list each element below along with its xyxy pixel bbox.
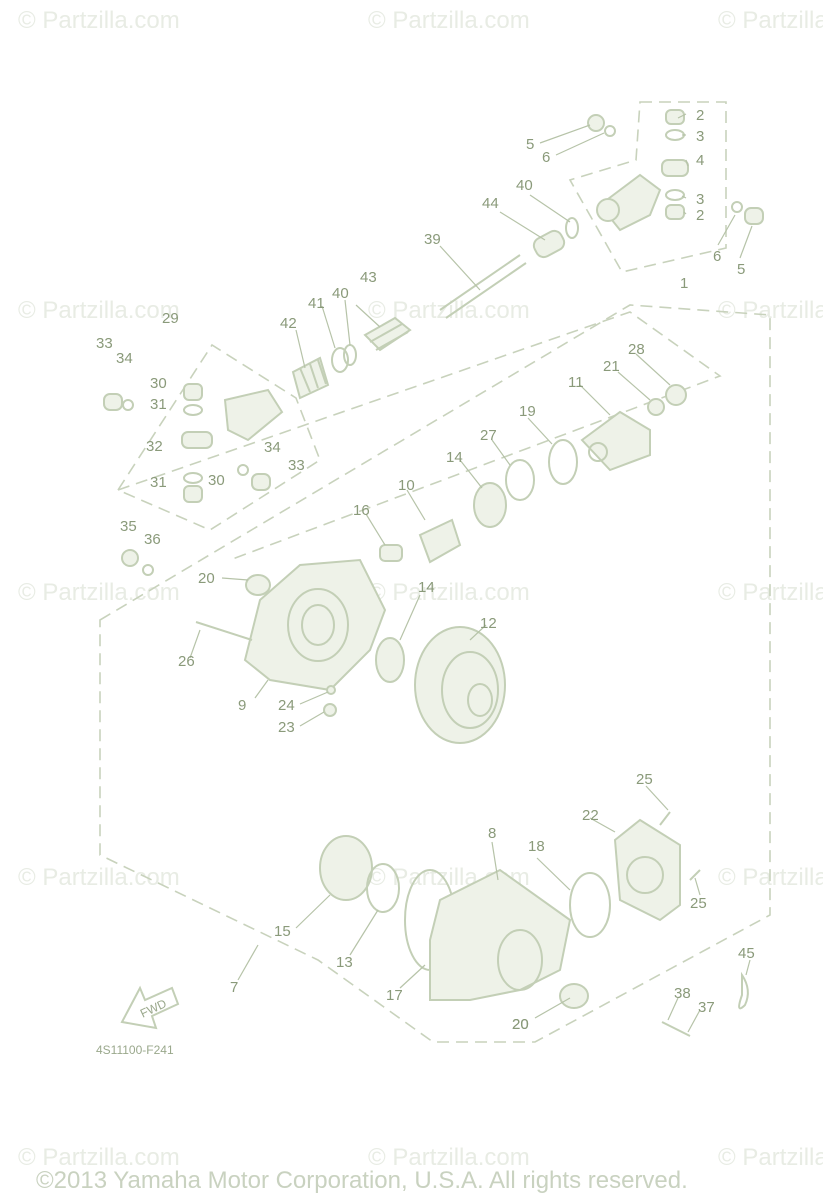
callout-label: 31 (150, 474, 167, 491)
callout-label: 21 (603, 358, 620, 375)
front-housing (121, 549, 387, 717)
watermark-text: © Partzilla.com (368, 579, 530, 606)
pinion-yoke-group (379, 384, 687, 564)
watermark-text: © Partzilla.com (18, 1144, 180, 1171)
boundary-universal-joint-rear (116, 343, 321, 531)
rear-cover (613, 811, 749, 1037)
leader-lines (189, 113, 753, 1033)
callout-label: 10 (398, 477, 415, 494)
callout-label: 7 (230, 979, 238, 996)
callout-label: 33 (96, 335, 113, 352)
callout-label: 14 (446, 449, 463, 466)
callout-label: 2 (696, 207, 704, 224)
callout-label: 3 (696, 128, 704, 145)
callout-label: 13 (336, 954, 353, 971)
copyright-notice: ©2013 Yamaha Motor Corporation, U.S.A. A… (36, 1167, 688, 1194)
parts-layer: FWD (103, 109, 764, 1037)
callout-label: 5 (737, 261, 745, 278)
callout-label: 19 (519, 403, 536, 420)
callout-label: 44 (482, 195, 499, 212)
callout-label: 35 (120, 518, 137, 535)
fwd-arrow-icon: FWD (120, 985, 180, 1030)
callout-label: 40 (332, 285, 349, 302)
watermark-text: © Partzilla.com (18, 579, 180, 606)
watermark-text: © Partzilla.com (718, 7, 823, 34)
callout-label: 42 (280, 315, 297, 332)
callout-label: 17 (386, 987, 403, 1004)
callout-label: 16 (353, 502, 370, 519)
callout-label: 27 (480, 427, 497, 444)
callout-label: 29 (162, 310, 179, 327)
watermark-text: © Partzilla.com (368, 7, 530, 34)
fwd-label: FWD (138, 996, 169, 1020)
drive-shaft (291, 217, 579, 400)
callout-label: 23 (278, 719, 295, 736)
callout-label: 45 (738, 945, 755, 962)
callout-label: 41 (308, 295, 325, 312)
ring-gear (375, 626, 506, 744)
boundary-universal-joint-front (568, 101, 727, 273)
callout-label: 15 (274, 923, 291, 940)
callout-label: 20 (512, 1016, 529, 1033)
callout-label: 34 (264, 439, 281, 456)
callout-label: 38 (674, 985, 691, 1002)
callout-label: 30 (150, 375, 167, 392)
callout-label: 30 (208, 472, 225, 489)
watermark-text: © Partzilla.com (718, 1144, 823, 1171)
callout-label: 1 (680, 275, 688, 292)
boundary-differential-assembly (99, 304, 771, 1043)
callout-label: 8 (488, 825, 496, 842)
callout-label: 40 (516, 177, 533, 194)
callout-label: 25 (636, 771, 653, 788)
diagram-code: 4S11100-F241 (96, 1043, 174, 1057)
callout-label: 6 (713, 248, 721, 265)
callout-label: 39 (424, 231, 441, 248)
callout-label: 33 (288, 457, 305, 474)
boundary-pinion-group (117, 311, 722, 561)
callout-label: 32 (146, 438, 163, 455)
watermark-text: © Partzilla.com (18, 7, 180, 34)
callout-label: 43 (360, 269, 377, 286)
callout-label: 5 (526, 136, 534, 153)
callout-label: 2 (696, 107, 704, 124)
assembly-boundaries (99, 101, 771, 1043)
watermark-text: © Partzilla.com (368, 1144, 530, 1171)
watermark-text: © Partzilla.com (18, 864, 180, 891)
callout-label: 20 (198, 570, 215, 587)
universal-joint-rear (103, 383, 284, 503)
callout-label: 3 (696, 191, 704, 208)
callout-label: 37 (698, 999, 715, 1016)
callout-label: 22 (582, 807, 599, 824)
callout-label: 25 (690, 895, 707, 912)
differential-case (319, 835, 611, 1009)
callout-label: 31 (150, 396, 167, 413)
watermark-text: © Partzilla.com (18, 297, 180, 324)
callout-label: 26 (178, 653, 195, 670)
callout-label: 6 (542, 149, 550, 166)
callout-label: 11 (568, 374, 584, 391)
callout-label: 14 (418, 579, 435, 596)
callout-label: 36 (144, 531, 161, 548)
watermark-layer: © Partzilla.com © Partzilla.com © Partzi… (18, 7, 823, 1171)
callout-label: 12 (480, 615, 497, 632)
callout-label: 28 (628, 341, 645, 358)
callout-label: 9 (238, 697, 246, 714)
callout-label: 24 (278, 697, 295, 714)
callout-label: 34 (116, 350, 133, 367)
callout-label: 20 (512, 1016, 529, 1033)
callout-label: 4 (696, 152, 704, 169)
callout-numbers: 1 2 2 3 3 4 5 5 6 6 7 8 9 10 11 12 13 14… (96, 107, 755, 1033)
universal-joint-front (587, 109, 764, 232)
callout-label: 18 (528, 838, 545, 855)
